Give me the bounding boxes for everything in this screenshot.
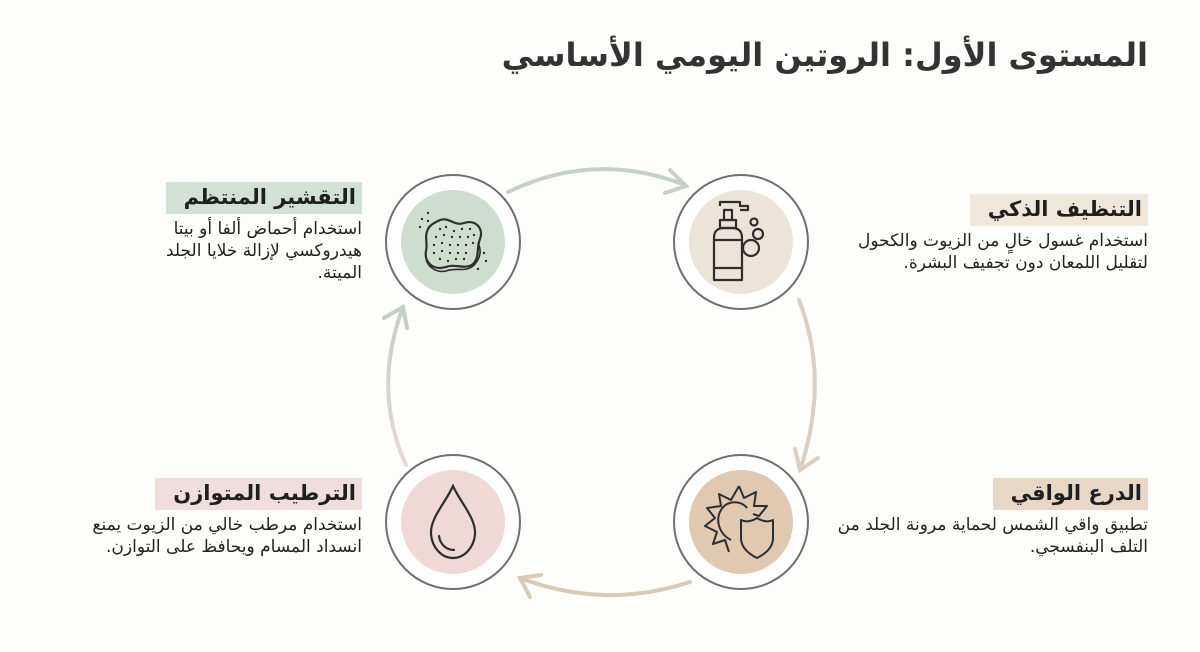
exfoliate-title: التقشير المنتظم <box>165 182 362 214</box>
exfoliate-step-circle <box>385 174 521 310</box>
arrow-bottom <box>516 573 692 599</box>
exfoliate-description: استخدام أحماض ألفا أو بيتا هيدروكسي لإزا… <box>166 219 362 283</box>
cleanse-title: التنظيف الذكي <box>969 194 1148 226</box>
arrow-right <box>793 298 820 474</box>
moisturize-step-circle <box>385 454 521 590</box>
sun-shield-icon <box>704 485 774 559</box>
water-drop-icon <box>429 484 477 560</box>
protect-text-block: الدرع الواقي تطبيق واقي الشمس لحماية مرو… <box>828 478 1148 558</box>
cleanse-text-block: التنظيف الذكي استخدام غسول خالٍ من الزيو… <box>848 194 1148 274</box>
cleanse-step-circle <box>673 174 809 310</box>
moisturize-description: استخدام مرطب خالي من الزيوت يمنع انسداد … <box>92 515 362 557</box>
arrow-left-head <box>382 303 409 330</box>
pump-bottle-icon <box>712 200 765 282</box>
arrow-top <box>506 167 690 195</box>
moisturize-title: الترطيب المتوازن <box>155 478 362 510</box>
sponge-icon <box>418 211 488 273</box>
protect-description: تطبيق واقي الشمس لحماية مرونة الجلد من ا… <box>837 515 1148 557</box>
page-title: المستوى الأول: الروتين اليومي الأساسي <box>501 36 1148 74</box>
protect-step-circle <box>673 454 809 590</box>
moisturize-text-block: الترطيب المتوازن استخدام مرطب خالي من ال… <box>82 478 362 558</box>
arrow-left <box>386 305 408 467</box>
exfoliate-text-block: التقشير المنتظم استخدام أحماض ألفا أو بي… <box>142 182 362 284</box>
cleanse-description: استخدام غسول خالٍ من الزيوت والكحول لتقل… <box>858 231 1148 273</box>
protect-title: الدرع الواقي <box>992 478 1148 510</box>
